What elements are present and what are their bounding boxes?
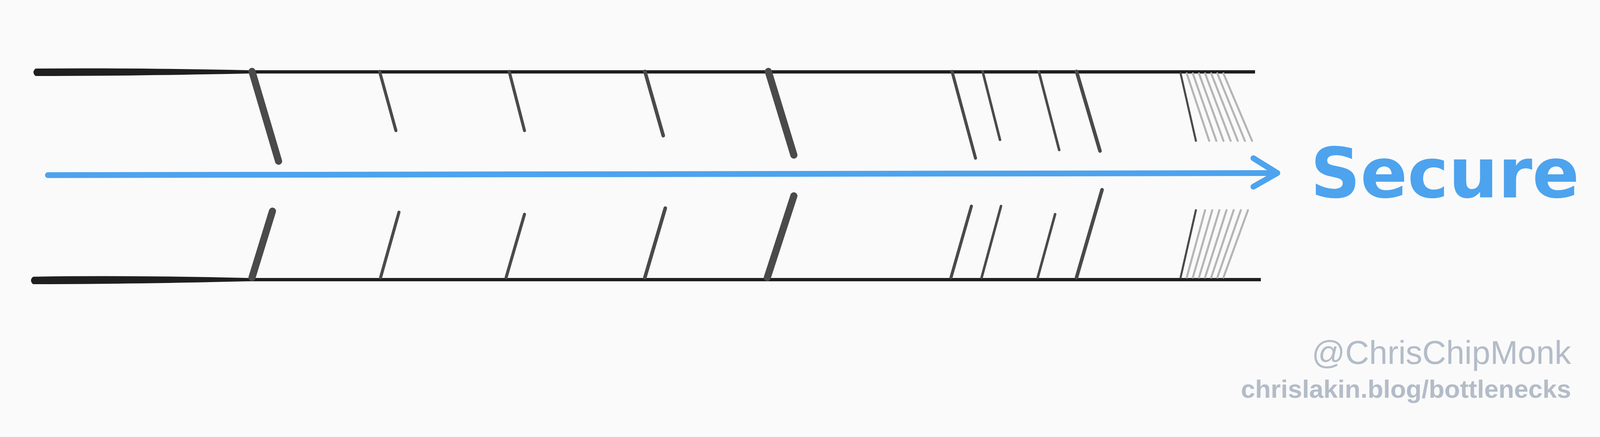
barb [1038,71,1059,150]
barb [1223,210,1249,278]
barb [1217,73,1246,141]
barb [509,71,525,131]
source-url: chrislakin.blog/bottlenecks [1241,375,1572,404]
barb [506,214,525,278]
barb [252,71,279,162]
barb [1037,214,1056,278]
barb [1180,210,1196,278]
barb [379,71,397,131]
barb [767,195,794,278]
barb [380,212,399,278]
barb [950,206,972,278]
barb [1211,210,1234,278]
barb [644,208,666,278]
barb [1076,189,1103,278]
barb [1180,73,1196,141]
barb [1186,73,1210,141]
author-handle: @ChrisChipMonk [1311,334,1572,371]
barb [252,211,273,278]
barb [1211,73,1238,141]
flow-arrow-head [1253,158,1278,187]
barb [981,206,1001,278]
barbs [252,71,1253,278]
barb [952,71,976,159]
barb [1217,210,1242,278]
destination-label: Secure [1310,135,1580,212]
barb [768,71,795,156]
barb [982,71,1001,140]
barb [1198,73,1224,141]
barb [1076,71,1101,152]
barb [1223,73,1253,141]
barb [1192,73,1217,141]
barb [644,71,664,136]
flow-arrow-shaft [47,173,1275,176]
